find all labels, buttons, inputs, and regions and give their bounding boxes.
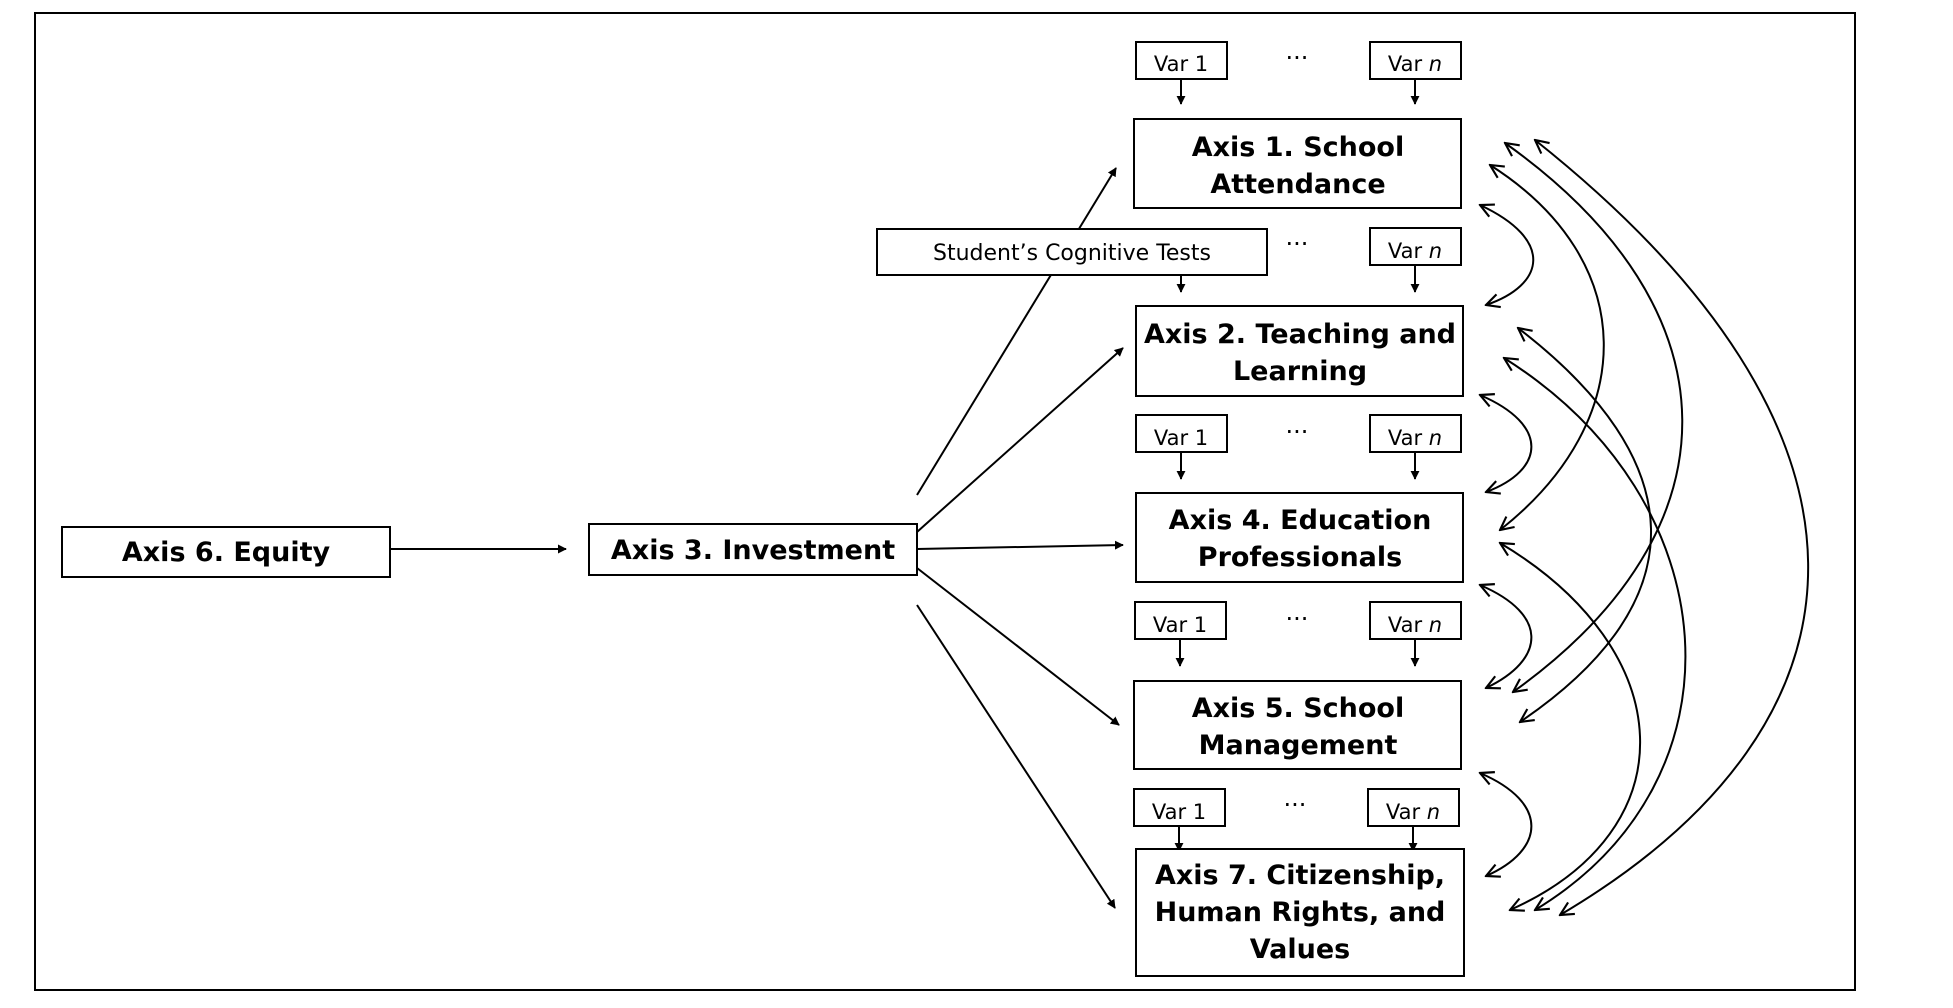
var-box-axis1-n: Var n <box>1369 41 1462 80</box>
link-axis2-axis4 <box>1480 395 1533 492</box>
axis1-node: Axis 1. School Attendance <box>1133 118 1462 209</box>
var-box-axis1-1: Var 1 <box>1135 41 1228 80</box>
link-axis2-axis7 <box>1504 358 1687 910</box>
arrow-axis3-to-axis4 <box>916 540 1124 550</box>
link-axis2-axis5 <box>1518 328 1652 722</box>
cognitive-tests-box: Student’s Cognitive Tests <box>876 228 1268 276</box>
link-axis1-axis5 <box>1505 143 1684 692</box>
axis4-node: Axis 4. Education Professionals <box>1135 492 1464 583</box>
axis6-label: Axis 6. Equity <box>122 537 331 568</box>
link-axis4-axis5 <box>1480 585 1533 688</box>
var-n-label: Var n <box>1388 52 1442 76</box>
var-box-axis2-n: Var n <box>1369 227 1462 266</box>
axis5-node: Axis 5. School Management <box>1133 680 1462 770</box>
axis7-label-line2: Human Rights, and <box>1155 897 1446 928</box>
var-n-label: Var n <box>1388 613 1442 637</box>
link-axis1-axis2 <box>1480 205 1535 305</box>
ellipsis: ··· <box>1286 605 1309 633</box>
axis1-label-line1: Axis 1. School <box>1192 132 1405 163</box>
var-label: Var 1 <box>1154 52 1208 76</box>
cognitive-tests-label: Student’s Cognitive Tests <box>933 241 1211 266</box>
var-box-axis5-1: Var 1 <box>1134 601 1227 640</box>
link-axis4-axis7 <box>1500 543 1642 910</box>
var-box-axis7-1: Var 1 <box>1133 788 1226 827</box>
axis1-label-line2: Attendance <box>1210 169 1385 200</box>
axis4-label-line2: Professionals <box>1198 542 1402 573</box>
diagram-frame <box>34 12 1856 991</box>
arrow-axis3-to-axis1 <box>916 167 1117 496</box>
var-box-axis5-n: Var n <box>1369 601 1462 640</box>
ellipsis: ··· <box>1286 44 1309 72</box>
var-n-label: Var n <box>1388 426 1442 450</box>
var-label: Var 1 <box>1154 426 1208 450</box>
ellipsis: ··· <box>1286 418 1309 446</box>
axis2-label-line2: Learning <box>1233 356 1367 387</box>
link-axis1-axis7 <box>1535 140 1810 915</box>
axis5-label-line1: Axis 5. School <box>1192 693 1405 724</box>
axis7-label-line1: Axis 7. Citizenship, <box>1155 860 1445 891</box>
var-label: Var 1 <box>1153 613 1207 637</box>
axis3-label: Axis 3. Investment <box>611 535 895 566</box>
arrow-axis3-to-axis7 <box>916 604 1116 909</box>
arrow-axis3-to-axis2 <box>916 347 1124 533</box>
axis4-label-line1: Axis 4. Education <box>1169 505 1432 536</box>
var-box-axis4-n: Var n <box>1369 414 1462 453</box>
axis5-label-line2: Management <box>1199 730 1398 761</box>
ellipsis: ··· <box>1286 230 1309 258</box>
var-label: Var 1 <box>1152 800 1206 824</box>
axis2-label-line1: Axis 2. Teaching and <box>1144 319 1456 350</box>
ellipsis: ··· <box>1284 791 1307 819</box>
var-box-axis7-n: Var n <box>1367 788 1460 827</box>
var-box-axis4-1: Var 1 <box>1135 414 1228 453</box>
axis7-node: Axis 7. Citizenship, Human Rights, and V… <box>1135 848 1465 977</box>
axis7-label-line3: Values <box>1250 934 1351 965</box>
var-n-label: Var n <box>1386 800 1440 824</box>
arrow-axis3-to-axis5 <box>916 567 1120 726</box>
var-n-label: Var n <box>1388 239 1442 263</box>
axis6-node: Axis 6. Equity <box>61 526 391 578</box>
axis3-node: Axis 3. Investment <box>588 523 918 576</box>
link-axis5-axis7 <box>1480 773 1533 876</box>
axis2-node: Axis 2. Teaching and Learning <box>1135 305 1464 397</box>
